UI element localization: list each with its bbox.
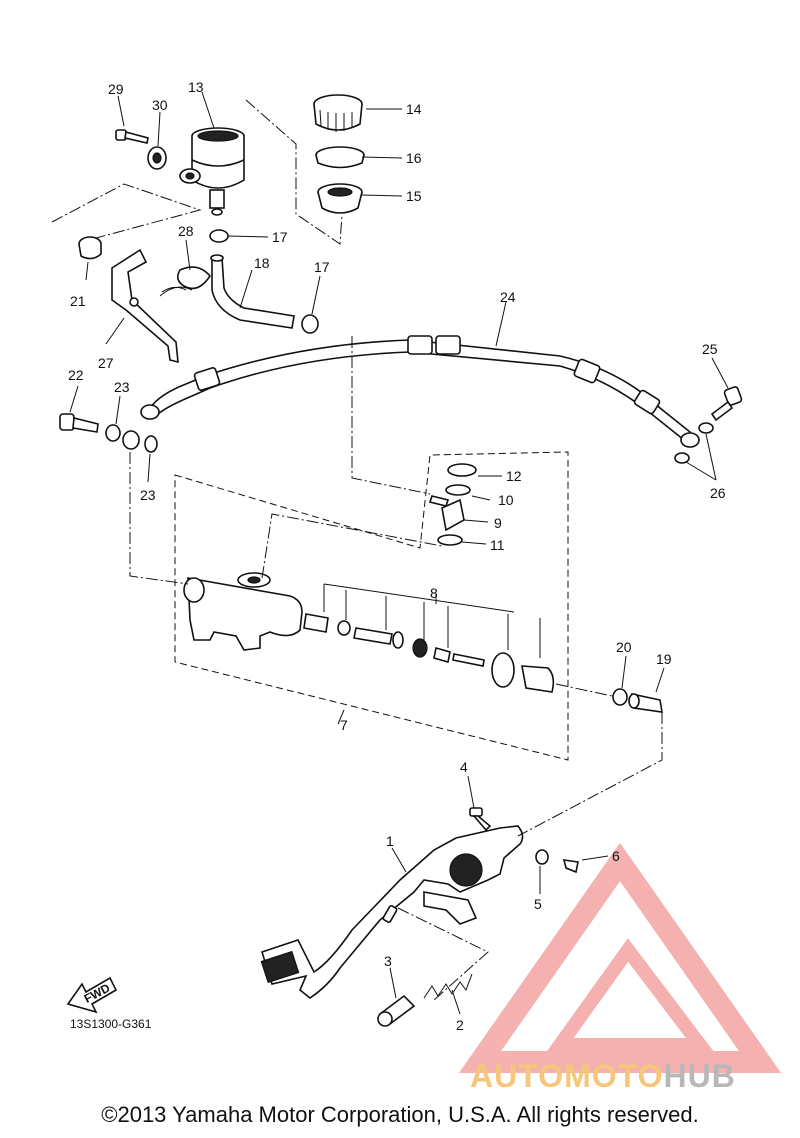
master-cylinder-body: [183, 572, 303, 651]
callout-numbers: 29 30 13 14 16 15 17 28 18 17 21 27 24 2…: [68, 79, 726, 1033]
watermark-logo: [458, 842, 782, 1073]
reservoir-plate: [315, 146, 365, 169]
fwd-arrow: FWD: [66, 976, 118, 1014]
callout-7: 7: [340, 717, 348, 733]
o-ring-top: [447, 463, 477, 477]
push-rod-clevis: [628, 692, 663, 713]
callout-21: 21: [70, 293, 86, 309]
cotter-pin: [562, 859, 579, 874]
callout-22: 22: [68, 367, 84, 383]
callout-3: 3: [384, 953, 392, 969]
hose-clamp-lower: [301, 314, 319, 334]
piston-kit: [303, 613, 555, 693]
watermark-text-b: HUB: [663, 1058, 736, 1094]
watermark-text: AUTOMOTOHUB: [470, 1058, 736, 1095]
callout-25: 25: [702, 341, 718, 357]
callout-13: 13: [188, 79, 204, 95]
hose-clip: [159, 266, 212, 297]
leader-lines: [69, 91, 729, 1015]
circlip-joint: [445, 484, 471, 496]
callout-24: 24: [500, 289, 516, 305]
callout-23-lower: 23: [140, 487, 156, 503]
collar: [78, 236, 102, 260]
washer-caliper-lower: [674, 452, 690, 464]
lock-nut: [612, 688, 628, 706]
pedal-shaft: [377, 994, 416, 1027]
callout-17-lower: 17: [314, 259, 330, 275]
callout-14: 14: [406, 101, 422, 117]
callout-5: 5: [534, 896, 542, 912]
master-cylinder-assembly-boundary: [174, 451, 569, 761]
reservoir-tank: [179, 127, 245, 216]
callout-16: 16: [406, 150, 422, 166]
brake-hose: [140, 335, 700, 448]
reservoir-cap: [313, 94, 363, 132]
return-spring: [423, 973, 473, 999]
callout-30: 30: [152, 97, 168, 113]
callout-6: 6: [612, 848, 620, 864]
callout-10: 10: [498, 492, 514, 508]
callout-9: 9: [494, 515, 502, 531]
reservoir-bolt: [115, 129, 149, 144]
copper-washer-left: [105, 424, 121, 442]
hose-clamp-upper: [209, 229, 229, 243]
callout-11: 11: [490, 537, 505, 553]
callout-26: 26: [710, 485, 726, 501]
reservoir-hose: [211, 257, 295, 329]
callout-28: 28: [178, 223, 194, 239]
callout-19: 19: [656, 651, 672, 667]
callout-27: 27: [98, 355, 114, 371]
hose-banjo-fitting: [122, 430, 140, 450]
callout-8: 8: [430, 585, 438, 601]
grommet: [147, 146, 167, 170]
union-bolt: [59, 413, 99, 433]
callout-23-upper: 23: [114, 379, 130, 395]
pedal-pivot-bolt: [469, 807, 492, 832]
callout-4: 4: [460, 759, 468, 775]
hose-joint: [428, 495, 465, 532]
reservoir-diaphragm: [317, 183, 363, 214]
callout-20: 20: [616, 639, 632, 655]
callout-17-upper: 17: [272, 229, 288, 245]
callout-18: 18: [254, 255, 270, 271]
copper-washer-right: [144, 435, 158, 453]
reservoir-bracket: [111, 248, 179, 364]
pedal-washer: [535, 849, 549, 865]
callout-29: 29: [108, 81, 124, 97]
diagram-code: 13S1300-G361: [70, 1017, 152, 1031]
assembly-lines: [51, 99, 663, 1001]
callout-1: 1: [386, 833, 394, 849]
callout-15: 15: [406, 188, 422, 204]
washer-caliper-upper: [698, 422, 714, 434]
callout-12: 12: [506, 468, 522, 484]
watermark-text-a: AUTOMOTO: [470, 1058, 664, 1094]
copyright-notice: ©2013 Yamaha Motor Corporation, U.S.A. A…: [101, 1102, 699, 1127]
union-bolt-caliper: [710, 386, 743, 422]
callout-2: 2: [456, 1017, 464, 1033]
o-ring-joint: [437, 534, 463, 546]
brake-pedal: [260, 825, 524, 999]
